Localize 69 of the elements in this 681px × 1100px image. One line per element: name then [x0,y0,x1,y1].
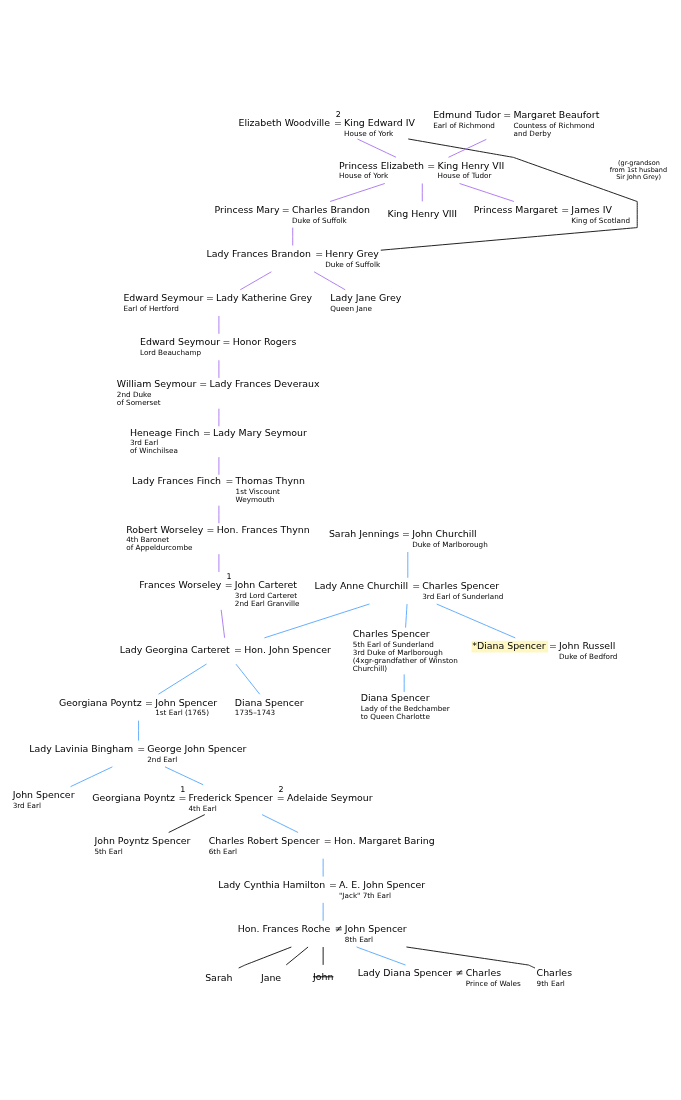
connector [158,663,207,695]
node-text: Lady Frances Finch = Thomas Thynn 1st Viscount Weymouth [132,475,305,504]
node-label: = [548,640,557,652]
node-text: Lady Diana Spencer ≠ Charles Prince of Wales [357,967,521,989]
node-text: Princess Margaret = James IV King of Scotland [473,203,631,225]
connector [407,551,409,579]
node-text: Charles 9th Earl [536,967,573,989]
connector [218,315,220,335]
node-text: King Henry VIII [387,208,458,220]
connector [238,946,292,969]
connector [164,766,204,786]
node-text: Sarah [205,971,233,983]
connector [322,902,324,922]
node-text: Edmund Tudor = Margaret Beaufort Earl of Richmond Countess of Richmond and Derby [433,108,600,138]
node-text: John [313,970,334,982]
node-text: Robert Worseley = Hon. Frances Thynn 4th Baronet of Appeldurcombe [126,523,310,553]
node-text: Lady Cynthia Hamilton = A. E. John Spencer "Jack" 7th Earl [218,878,426,900]
node-text: Georgiana Poyntz = John Spencer 1st Earl (1765) [58,696,218,718]
connector [459,183,515,202]
connector [285,946,309,966]
connector [138,720,139,741]
connector [218,456,220,476]
node-text: Lady Jane Grey Queen Jane [330,291,402,313]
node-text: William Seymour = Lady Frances Deveraux 2nd Duke of Somerset [116,378,320,407]
node-text: Princess Elizabeth = King Henry VII House of York House of Tudor [339,159,505,181]
node-text: John Poyntz Spencer 5th Earl [94,834,191,856]
connector [263,603,370,639]
connector [322,858,324,878]
connector [448,138,487,158]
node-text: Lady Georgina Carteret = Hon. John Spencer [119,644,331,656]
node-label: John Russell [559,640,616,652]
connector [406,946,536,969]
connector [168,814,206,833]
connector [220,609,226,639]
node-text: John Spencer 3rd Earl [12,788,75,810]
connector [218,408,220,427]
connector [239,271,272,291]
node-text: Edward Seymour = Honor Rogers Lord Beauchamp [140,336,297,357]
node-text: Lady Frances Brandon = Henry Grey Duke of Suffolk [206,247,381,269]
connector [235,663,261,695]
connector [403,673,405,693]
node-text: Heneage Finch = Lady Mary Seymour 3rd Earl of Winchilsea [129,426,307,456]
node-text: Edward Seymour = Lady Katherine Grey Earl of Hertford [123,291,313,313]
node-text: Hon. Frances Roche ≠ John Spencer 8th Earl [237,923,407,944]
node-label: Duke of Bedford [559,651,618,661]
node-text: Diana Spencer 1735–1743 [234,696,304,718]
node-text: Sarah Jennings = John Churchill Duke of Marlborough [328,527,488,549]
connector [329,183,386,202]
node-text: Jane [260,971,282,983]
connector [405,603,408,629]
connector [218,553,220,573]
connector [70,766,113,788]
connector [380,138,638,251]
connector [356,946,406,966]
connector [292,227,294,246]
connector [421,183,423,202]
connector [436,603,516,639]
node-text: Charles Spencer 5th Earl of Sunderland 3rd Duke of Marlborough (4xgr-grandfather of Winston Churchill) [352,627,458,673]
node-text: Lady Anne Churchill = Charles Spencer 3rd Earl of Sunderland [314,580,504,601]
connector [261,814,299,833]
connector [313,271,346,291]
node-text: Diana Spencer Lady of the Bedchamber to Queen Charlotte [360,692,450,721]
connector [218,505,220,524]
node-text: Charles Robert Spencer = Hon. Margaret Baring 6th Earl [208,834,435,856]
node-box-text: *Diana Spencer [471,640,549,653]
connector [218,359,220,379]
node-text: Lady Lavinia Bingham = George John Spencer 2nd Earl [29,742,247,764]
connector [357,138,397,158]
node-text: Princess Mary = Charles Brandon Duke of Suffolk [214,203,371,225]
